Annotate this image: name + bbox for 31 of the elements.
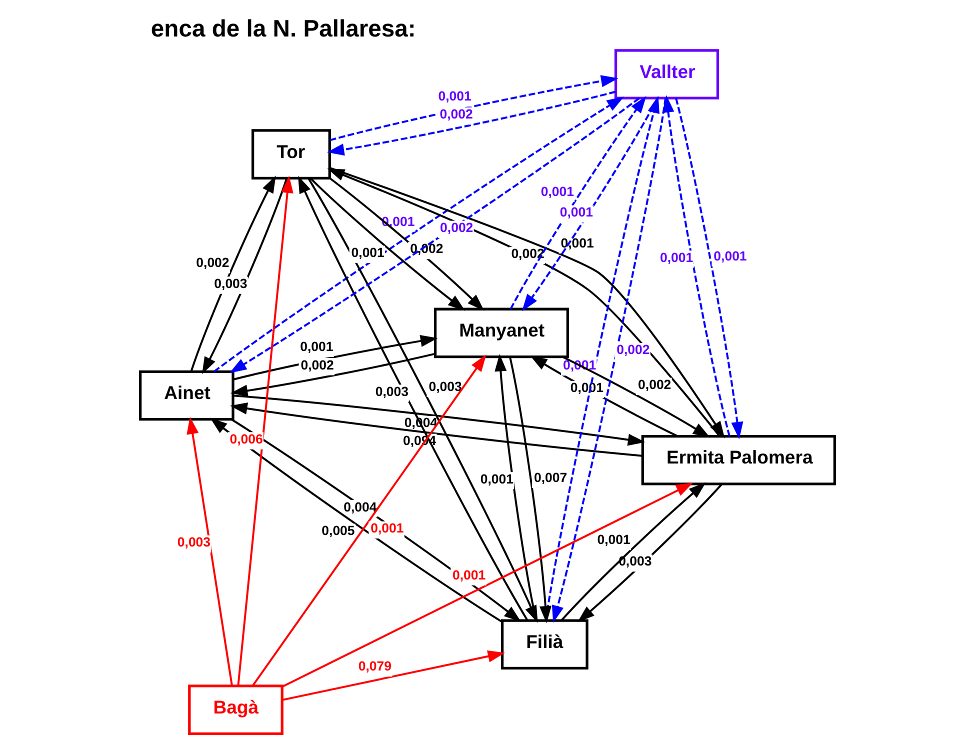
edge-label: 0,007: [534, 470, 567, 486]
edge-label: 0,079: [358, 658, 392, 674]
edge-label: 0,001: [370, 520, 404, 536]
edge-label: 0,001: [659, 250, 693, 265]
edge-label: 0,004: [343, 499, 376, 514]
edge-label: 0,001: [438, 88, 471, 104]
edge-label: 0,002: [300, 357, 334, 372]
edge-label: 0,001: [570, 380, 603, 396]
edge-label: 0,006: [229, 431, 262, 446]
edge-label: 0,002: [440, 220, 473, 236]
edge-label: 0,002: [439, 106, 472, 122]
edge-label: 0,002: [510, 246, 544, 262]
edge-label: 0,001: [560, 236, 594, 251]
edge-label: 0,003: [374, 384, 408, 399]
edge-label: 0,001: [480, 471, 513, 486]
edge-label: 0,001: [559, 204, 592, 220]
edge-label: 0,005: [321, 522, 354, 538]
edge-label: 0,002: [196, 255, 229, 270]
edge-label: 0,003: [428, 378, 462, 394]
edge-label: 0,003: [214, 276, 247, 291]
edge-label: 0,003: [618, 554, 652, 569]
edge-label: 0,002: [638, 377, 671, 392]
edge-label: 0,001: [540, 184, 574, 199]
edge-label: 0,002: [616, 342, 650, 358]
edge-label: 0,001: [452, 567, 486, 582]
edge-label: 0,001: [596, 532, 630, 548]
diagram-title: enca de la N. Pallaresa:: [150, 15, 416, 42]
edge-label: 0,003: [176, 534, 210, 550]
edge-label: 0,001: [350, 245, 384, 260]
edge-label: 0,001: [713, 248, 746, 264]
edge-label: 0,001: [300, 339, 333, 354]
